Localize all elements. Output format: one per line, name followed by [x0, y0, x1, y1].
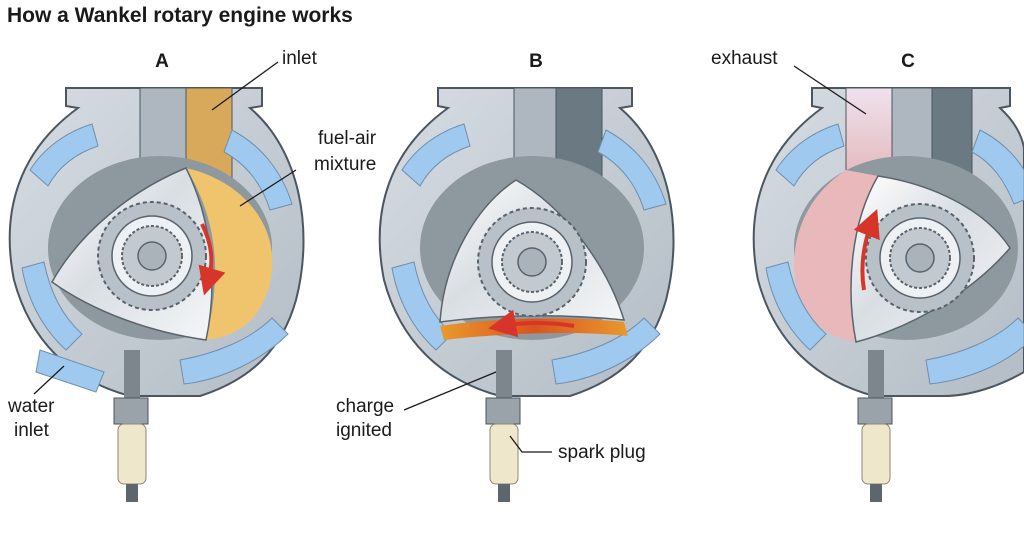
coolant-passage [401, 123, 471, 187]
fuel-air-label-line2: mixture [314, 154, 376, 175]
intake-port [513, 87, 557, 169]
engine-a [8, 87, 305, 502]
crankshaft [137, 241, 167, 271]
inlet-leader [211, 61, 279, 111]
coolant-passage [35, 349, 105, 393]
charge-ignited-leader [403, 371, 497, 411]
coolant-passage [29, 123, 99, 187]
intake-port [891, 87, 933, 169]
coolant-passage [971, 129, 1024, 205]
coolant-passage [21, 261, 83, 351]
spark-plug-label: spark plug [558, 442, 646, 463]
engine-c [752, 87, 1024, 502]
fuel-air-mixture [186, 168, 273, 340]
diagram-title: How a Wankel rotary engine works [7, 4, 353, 27]
coolant-passage [223, 129, 293, 211]
rotation-arrow [198, 223, 226, 296]
exhaust-leader [793, 65, 867, 115]
intake-port [139, 87, 187, 169]
coolant-passage [765, 261, 827, 351]
stage-label-c: C [901, 51, 915, 72]
spark-plug [113, 350, 149, 502]
stage-label-b: B [529, 51, 543, 72]
coolant-passage [775, 123, 845, 187]
charge-ignited-label-line2: ignited [336, 420, 392, 441]
water-inlet-leader [33, 365, 65, 395]
spark-plug [857, 350, 893, 502]
spark-plug-leader [509, 435, 552, 453]
ignited-charge [440, 318, 628, 340]
engine-b [378, 87, 675, 502]
coolant-passage [597, 129, 667, 211]
rotation-arrow [853, 209, 880, 291]
inlet-label: inlet [282, 48, 318, 69]
coolant-passage [179, 317, 289, 385]
crankshaft [905, 243, 935, 273]
exhaust-label: exhaust [711, 48, 778, 69]
rotation-arrow [488, 309, 575, 338]
stage-label-a: A [155, 51, 169, 72]
water-inlet-label-line2: inlet [14, 420, 50, 441]
water-inlet-label-line1: water [7, 396, 55, 417]
fuel-air-leader [239, 169, 297, 207]
spark-plug [485, 350, 521, 502]
coolant-passage [551, 317, 661, 385]
charge-ignited-label-line1: charge [336, 396, 394, 417]
coolant-passage [925, 317, 1024, 385]
fuel-air-label-line1: fuel-air [318, 128, 377, 149]
crankshaft [517, 247, 547, 277]
